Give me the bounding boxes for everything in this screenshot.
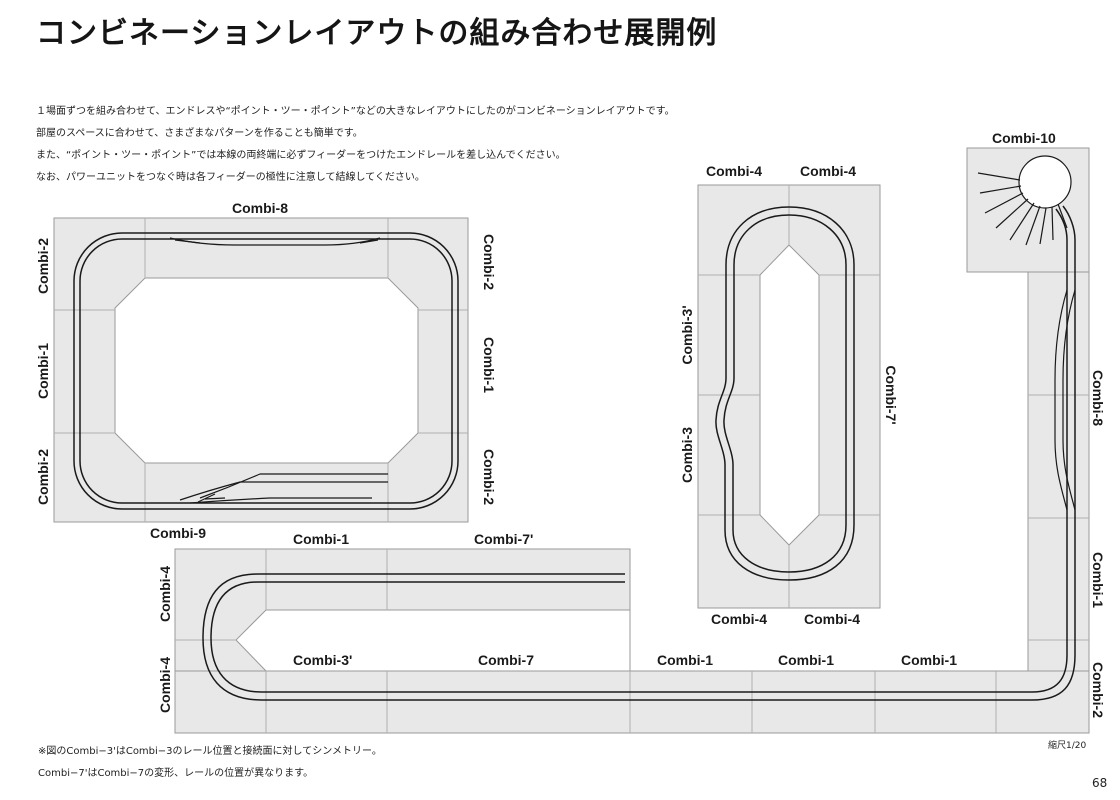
piece-label: Combi-4 [711, 611, 767, 627]
piece-label: Combi-4 [157, 657, 173, 713]
sidings [1054, 289, 1076, 511]
layout-a [53, 217, 469, 523]
piece-label: Combi-1 [1090, 552, 1106, 608]
track-inner [79, 238, 453, 504]
piece-label: Combi-7 [478, 652, 534, 668]
board-inner-area [759, 244, 820, 546]
board [1027, 271, 1090, 673]
turntable [977, 155, 1072, 246]
piece-label: Combi-1 [657, 652, 713, 668]
scale-label: 縮尺1/20 [1048, 741, 1087, 751]
intro-line: 部屋のスペースに合わせて、さまざまなパターンを作ることも簡単です。 [36, 128, 363, 139]
piece-label: Combi-2 [481, 234, 497, 290]
piece-label: Combi-9 [150, 525, 206, 541]
layout-c [174, 147, 1090, 734]
piece-label: Combi-2 [35, 449, 51, 505]
piece-label: Combi-4 [706, 163, 762, 179]
footnote: ※図のCombi−3'はCombi−3のレール位置と接続面に対してシンメトリー。 [38, 746, 382, 757]
piece-label: Combi-1 [481, 337, 497, 393]
piece-label: Combi-4 [804, 611, 860, 627]
piece-label: Combi-2 [35, 238, 51, 294]
intro-text: １場面ずつを組み合わせて、エンドレスや“ポイント・ツー・ポイント”などの大きなレ… [36, 104, 756, 192]
piece-label: Combi-10 [992, 130, 1056, 146]
piece-label: Combi-7' [474, 531, 533, 547]
track-inner [723, 214, 847, 573]
turntable-spurs [977, 172, 1068, 246]
footnote: Combi−7'はCombi−7の変形、レールの位置が異なります。 [38, 768, 314, 779]
piece-label: Combi-4 [157, 566, 173, 622]
piece-label: Combi-3' [679, 305, 695, 364]
piece-label: Combi-1 [35, 343, 51, 399]
piece-label: Combi-2 [1090, 662, 1106, 718]
intro-line: なお、パワーユニットをつなぐ時は各フィーダーの極性に注意して結線してください。 [36, 172, 425, 183]
board [174, 670, 1090, 734]
track-outer [715, 206, 855, 581]
sidings [169, 237, 388, 504]
page-title: コンビネーションレイアウトの組み合わせ展開例 [36, 16, 718, 51]
layout-b [697, 184, 881, 609]
board-divisions [54, 218, 468, 522]
piece-label: Combi-7' [883, 365, 899, 424]
piece-label: Combi-1 [778, 652, 834, 668]
piece-label: Combi-4 [800, 163, 856, 179]
piece-label: Combi-8 [232, 200, 288, 216]
board-divisions [175, 394, 1089, 733]
piece-label: Combi-2 [481, 449, 497, 505]
piece-labels: Combi-8 Combi-2 Combi-1 Combi-2 Combi-2 … [35, 130, 1106, 718]
piece-label: Combi-3 [679, 427, 695, 483]
track-outer [73, 232, 459, 510]
track-outer [202, 205, 1076, 701]
piece-label: Combi-8 [1090, 370, 1106, 426]
intro-line: また、“ポイント・ツー・ポイント”では本線の両終端に必ずフィーダーをつけたエンド… [36, 150, 566, 161]
piece-label: Combi-1 [293, 531, 349, 547]
track-inner [210, 208, 1068, 693]
piece-label: Combi-3' [293, 652, 352, 668]
intro-line: １場面ずつを組み合わせて、エンドレスや“ポイント・ツー・ポイント”などの大きなレ… [36, 106, 675, 117]
board-inner-area [235, 609, 631, 672]
page-number: 68 [1092, 776, 1108, 790]
piece-label: Combi-1 [901, 652, 957, 668]
board-inner-area [114, 277, 419, 464]
